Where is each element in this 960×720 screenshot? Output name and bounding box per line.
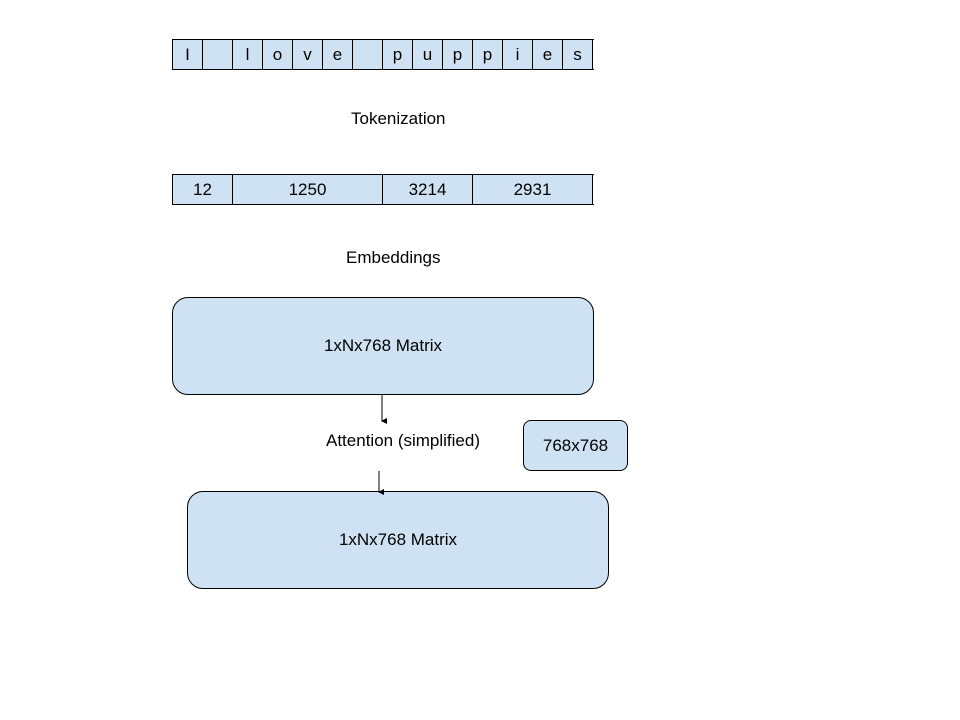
embeddings-label: Embeddings [346, 248, 441, 267]
input-matrix-box: 1xNx768 Matrix [172, 297, 594, 395]
character-cell: i [503, 40, 533, 69]
token-cell: 12 [173, 175, 233, 204]
character-cell: p [473, 40, 503, 69]
tokenization-label: Tokenization [351, 109, 446, 128]
character-cell: e [323, 40, 353, 69]
character-cell: e [533, 40, 563, 69]
character-cell: p [443, 40, 473, 69]
attention-label: Attention (simplified) [326, 431, 481, 450]
character-cell: I [173, 40, 203, 69]
character-cell: s [563, 40, 593, 69]
character-cell [353, 40, 383, 69]
character-cell: u [413, 40, 443, 69]
character-cell [203, 40, 233, 69]
weight-matrix-box: 768x768 [523, 420, 628, 471]
weight-matrix-label: 768x768 [542, 435, 609, 455]
token-cell: 3214 [383, 175, 473, 204]
character-cell: p [383, 40, 413, 69]
character-cell: l [233, 40, 263, 69]
character-cell: v [293, 40, 323, 69]
input-matrix-label: 1xNx768 Matrix [323, 336, 443, 355]
output-matrix-label: 1xNx768 Matrix [338, 530, 458, 549]
output-matrix-box: 1xNx768 Matrix [187, 491, 609, 589]
character-cell: o [263, 40, 293, 69]
token-cell: 2931 [473, 175, 593, 204]
token-cell: 1250 [233, 175, 383, 204]
